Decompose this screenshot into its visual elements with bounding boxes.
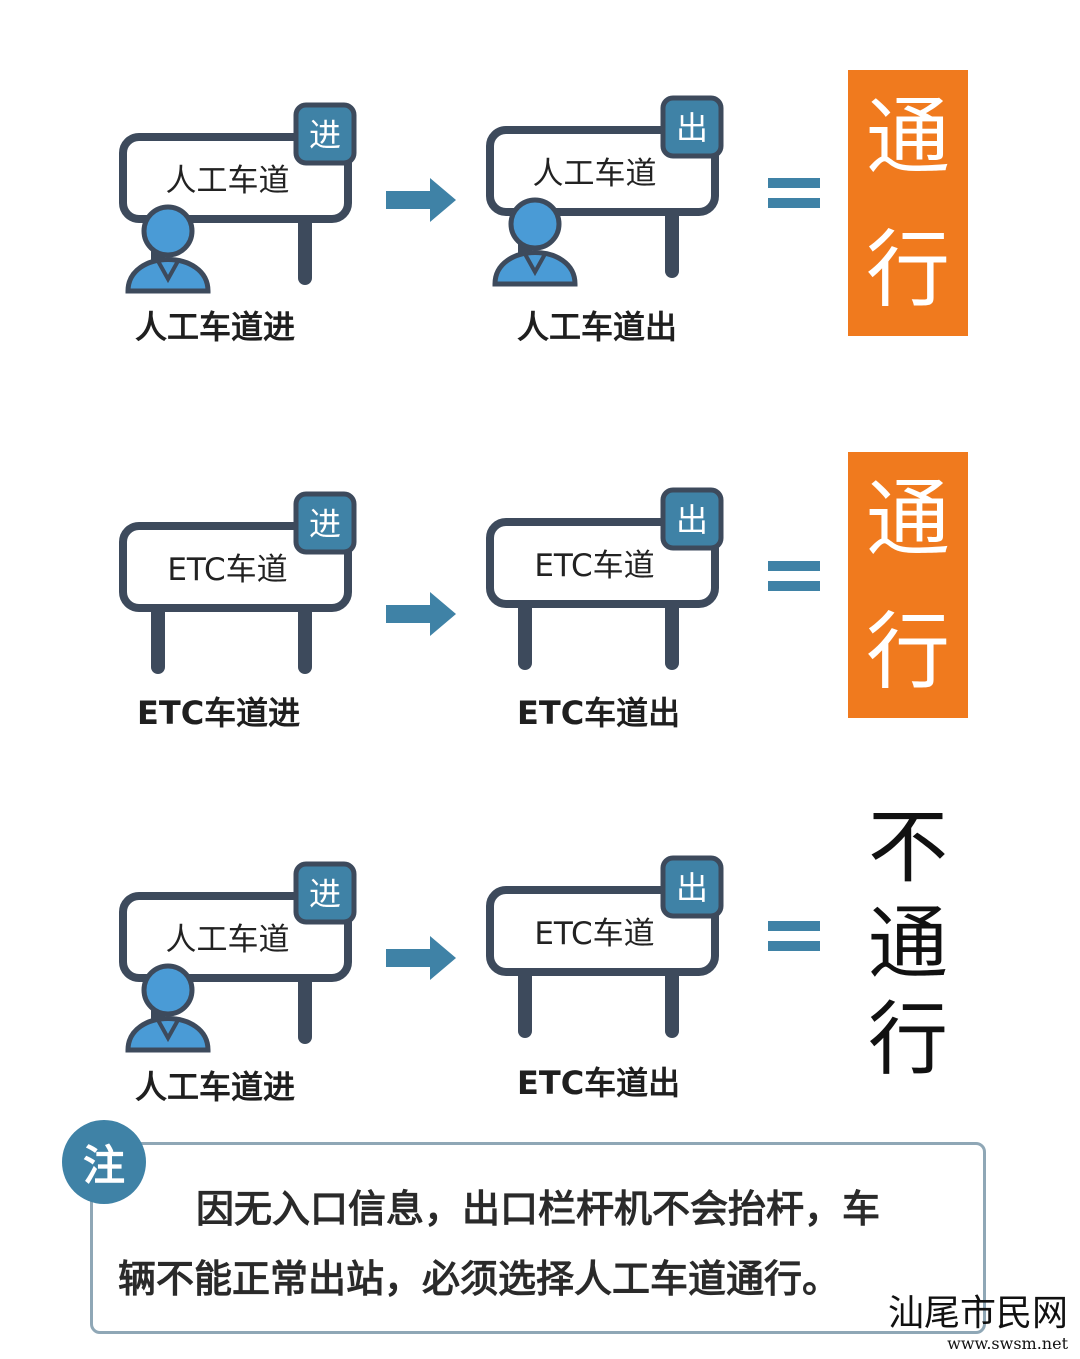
caption-row1-entry: 人工车道进 [135, 308, 296, 346]
lane-name: 人工车道 [166, 163, 290, 199]
note-badge: 注 [62, 1120, 146, 1204]
arrow-shaft [386, 191, 432, 209]
caption-row2-exit: ETC车道出 [517, 694, 681, 732]
watermark-url: www.swsm.net [947, 1334, 1068, 1353]
note-line-1: 因无入口信息，出口栏杆机不会抬杆，车 [196, 1187, 881, 1231]
person-collar [156, 1019, 180, 1043]
lane-sign-2-entry: ETC车道进 [119, 491, 357, 674]
person-head [141, 963, 195, 1017]
direction-tag-label: 进 [309, 875, 341, 913]
arrow-head [430, 592, 456, 636]
sign-post [298, 215, 312, 285]
result-pass-row2: 通 行 [848, 452, 968, 718]
direction-tag-label: 进 [309, 505, 341, 543]
equals-sign-2 [768, 561, 820, 591]
sign-post [518, 600, 532, 670]
caption-row1-exit: 人工车道出 [517, 308, 678, 346]
lane-name: 人工车道 [166, 922, 290, 958]
note-box [90, 1142, 986, 1334]
equals-sign-3 [768, 921, 820, 951]
person-icon [125, 204, 211, 294]
flow-arrow-3 [386, 936, 456, 980]
arrow-shaft [386, 605, 432, 623]
direction-tag [293, 491, 357, 555]
lane-name: 人工车道 [533, 156, 657, 192]
sign-board [119, 522, 352, 612]
sign-board [119, 133, 352, 223]
result-no-pass-row3: 不 通 行 [848, 808, 968, 1080]
arrow-head [430, 178, 456, 222]
equals-bar [768, 941, 820, 951]
direction-tag [660, 487, 724, 551]
sign-post [298, 604, 312, 674]
flow-arrow-1 [386, 178, 456, 222]
equals-bar [768, 178, 820, 188]
direction-tag [293, 861, 357, 925]
sign-board [486, 126, 719, 216]
watermark-name: 汕尾市民网 [887, 1293, 1068, 1335]
result-char: 通 [865, 87, 950, 186]
caption-row3-exit: ETC车道出 [517, 1064, 681, 1102]
direction-tag [660, 855, 724, 919]
sign-post [298, 974, 312, 1044]
lane-sign-1-entry: 人工车道进 [119, 102, 357, 294]
result-char: 行 [865, 220, 950, 319]
direction-tag [660, 95, 724, 159]
lane-sign-2-exit: ETC车道出 [486, 487, 724, 670]
caption-row3-entry: 人工车道进 [135, 1068, 296, 1106]
result-char: 通 [868, 897, 948, 990]
sign-post [665, 968, 679, 1038]
equals-sign-1 [768, 178, 820, 208]
lane-name: ETC车道 [167, 552, 287, 588]
direction-tag-label: 出 [676, 109, 708, 147]
sign-board [486, 518, 719, 608]
flow-arrow-2 [386, 592, 456, 636]
person-head [508, 197, 562, 251]
sign-board [119, 892, 352, 982]
lane-sign-1-exit: 人工车道出 [486, 95, 724, 287]
person-head [141, 204, 195, 258]
direction-tag-label: 出 [676, 501, 708, 539]
person-collar [523, 253, 547, 277]
note-line-2: 辆不能正常出站，必须选择人工车道通行。 [118, 1257, 841, 1301]
equals-bar [768, 561, 820, 571]
person-icon [492, 197, 578, 287]
person-collar [156, 260, 180, 284]
direction-tag-label: 出 [676, 869, 708, 907]
direction-tag [293, 102, 357, 166]
lane-sign-3-entry: 人工车道进 [119, 861, 357, 1053]
result-pass-row1: 通 行 [848, 70, 968, 336]
equals-bar [768, 921, 820, 931]
arrow-shaft [386, 949, 432, 967]
sign-post [665, 600, 679, 670]
sign-post [665, 208, 679, 278]
result-char: 行 [865, 602, 950, 701]
sign-post [151, 604, 165, 674]
result-char: 不 [868, 801, 948, 894]
direction-tag-label: 进 [309, 116, 341, 154]
lane-name: ETC车道 [534, 548, 654, 584]
equals-bar [768, 581, 820, 591]
result-char: 通 [865, 469, 950, 568]
person-icon [125, 963, 211, 1053]
sign-post [518, 968, 532, 1038]
watermark: 汕尾市民网 www.swsm.net [888, 1294, 1068, 1353]
lane-name: ETC车道 [534, 916, 654, 952]
arrow-head [430, 936, 456, 980]
lane-sign-3-exit: ETC车道出 [486, 855, 724, 1038]
sign-board [486, 886, 719, 976]
equals-bar [768, 198, 820, 208]
caption-row2-entry: ETC车道进 [137, 694, 301, 732]
result-char: 行 [868, 993, 948, 1086]
